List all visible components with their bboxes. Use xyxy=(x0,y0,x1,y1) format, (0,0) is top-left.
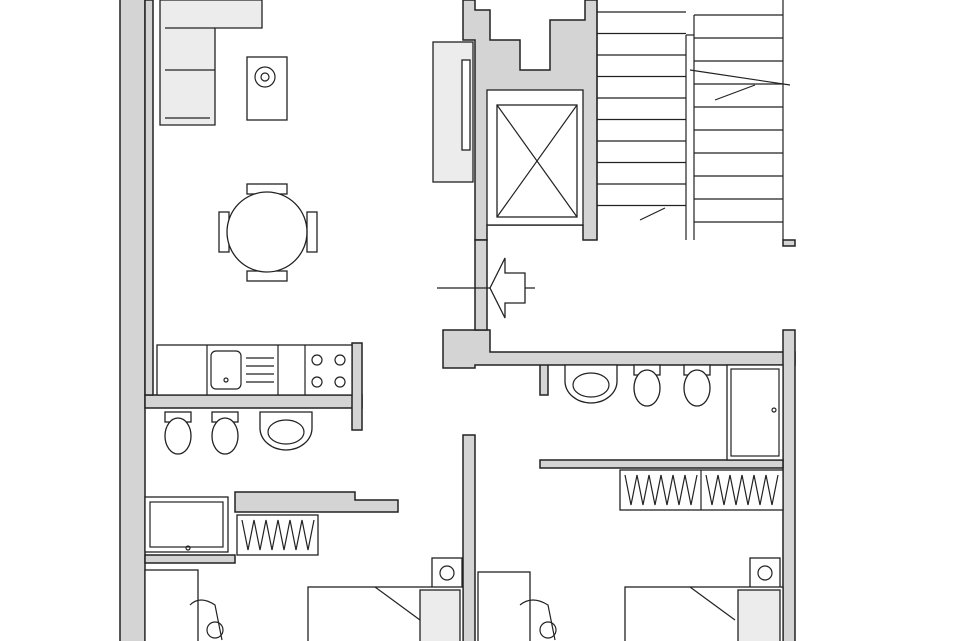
dining-table xyxy=(218,183,318,282)
elevator xyxy=(486,89,584,226)
stair-cut-line xyxy=(689,69,791,86)
stair-cut-line xyxy=(714,84,756,101)
wardrobe-left xyxy=(236,514,319,556)
entrance-arrow-icon xyxy=(437,257,535,319)
tv-cabinet xyxy=(432,41,474,183)
wardrobe-right xyxy=(619,469,784,511)
bathroom-left-fixtures xyxy=(144,411,313,553)
bedroom-left xyxy=(144,557,464,641)
staircase xyxy=(596,0,791,240)
kitchen-counter xyxy=(156,344,353,396)
bathroom-right-fixtures xyxy=(564,364,784,461)
coffee-table xyxy=(246,56,288,121)
stair-cut-line xyxy=(639,207,666,221)
stove xyxy=(311,354,346,388)
sofa xyxy=(159,0,263,126)
bedroom-right xyxy=(477,557,784,641)
